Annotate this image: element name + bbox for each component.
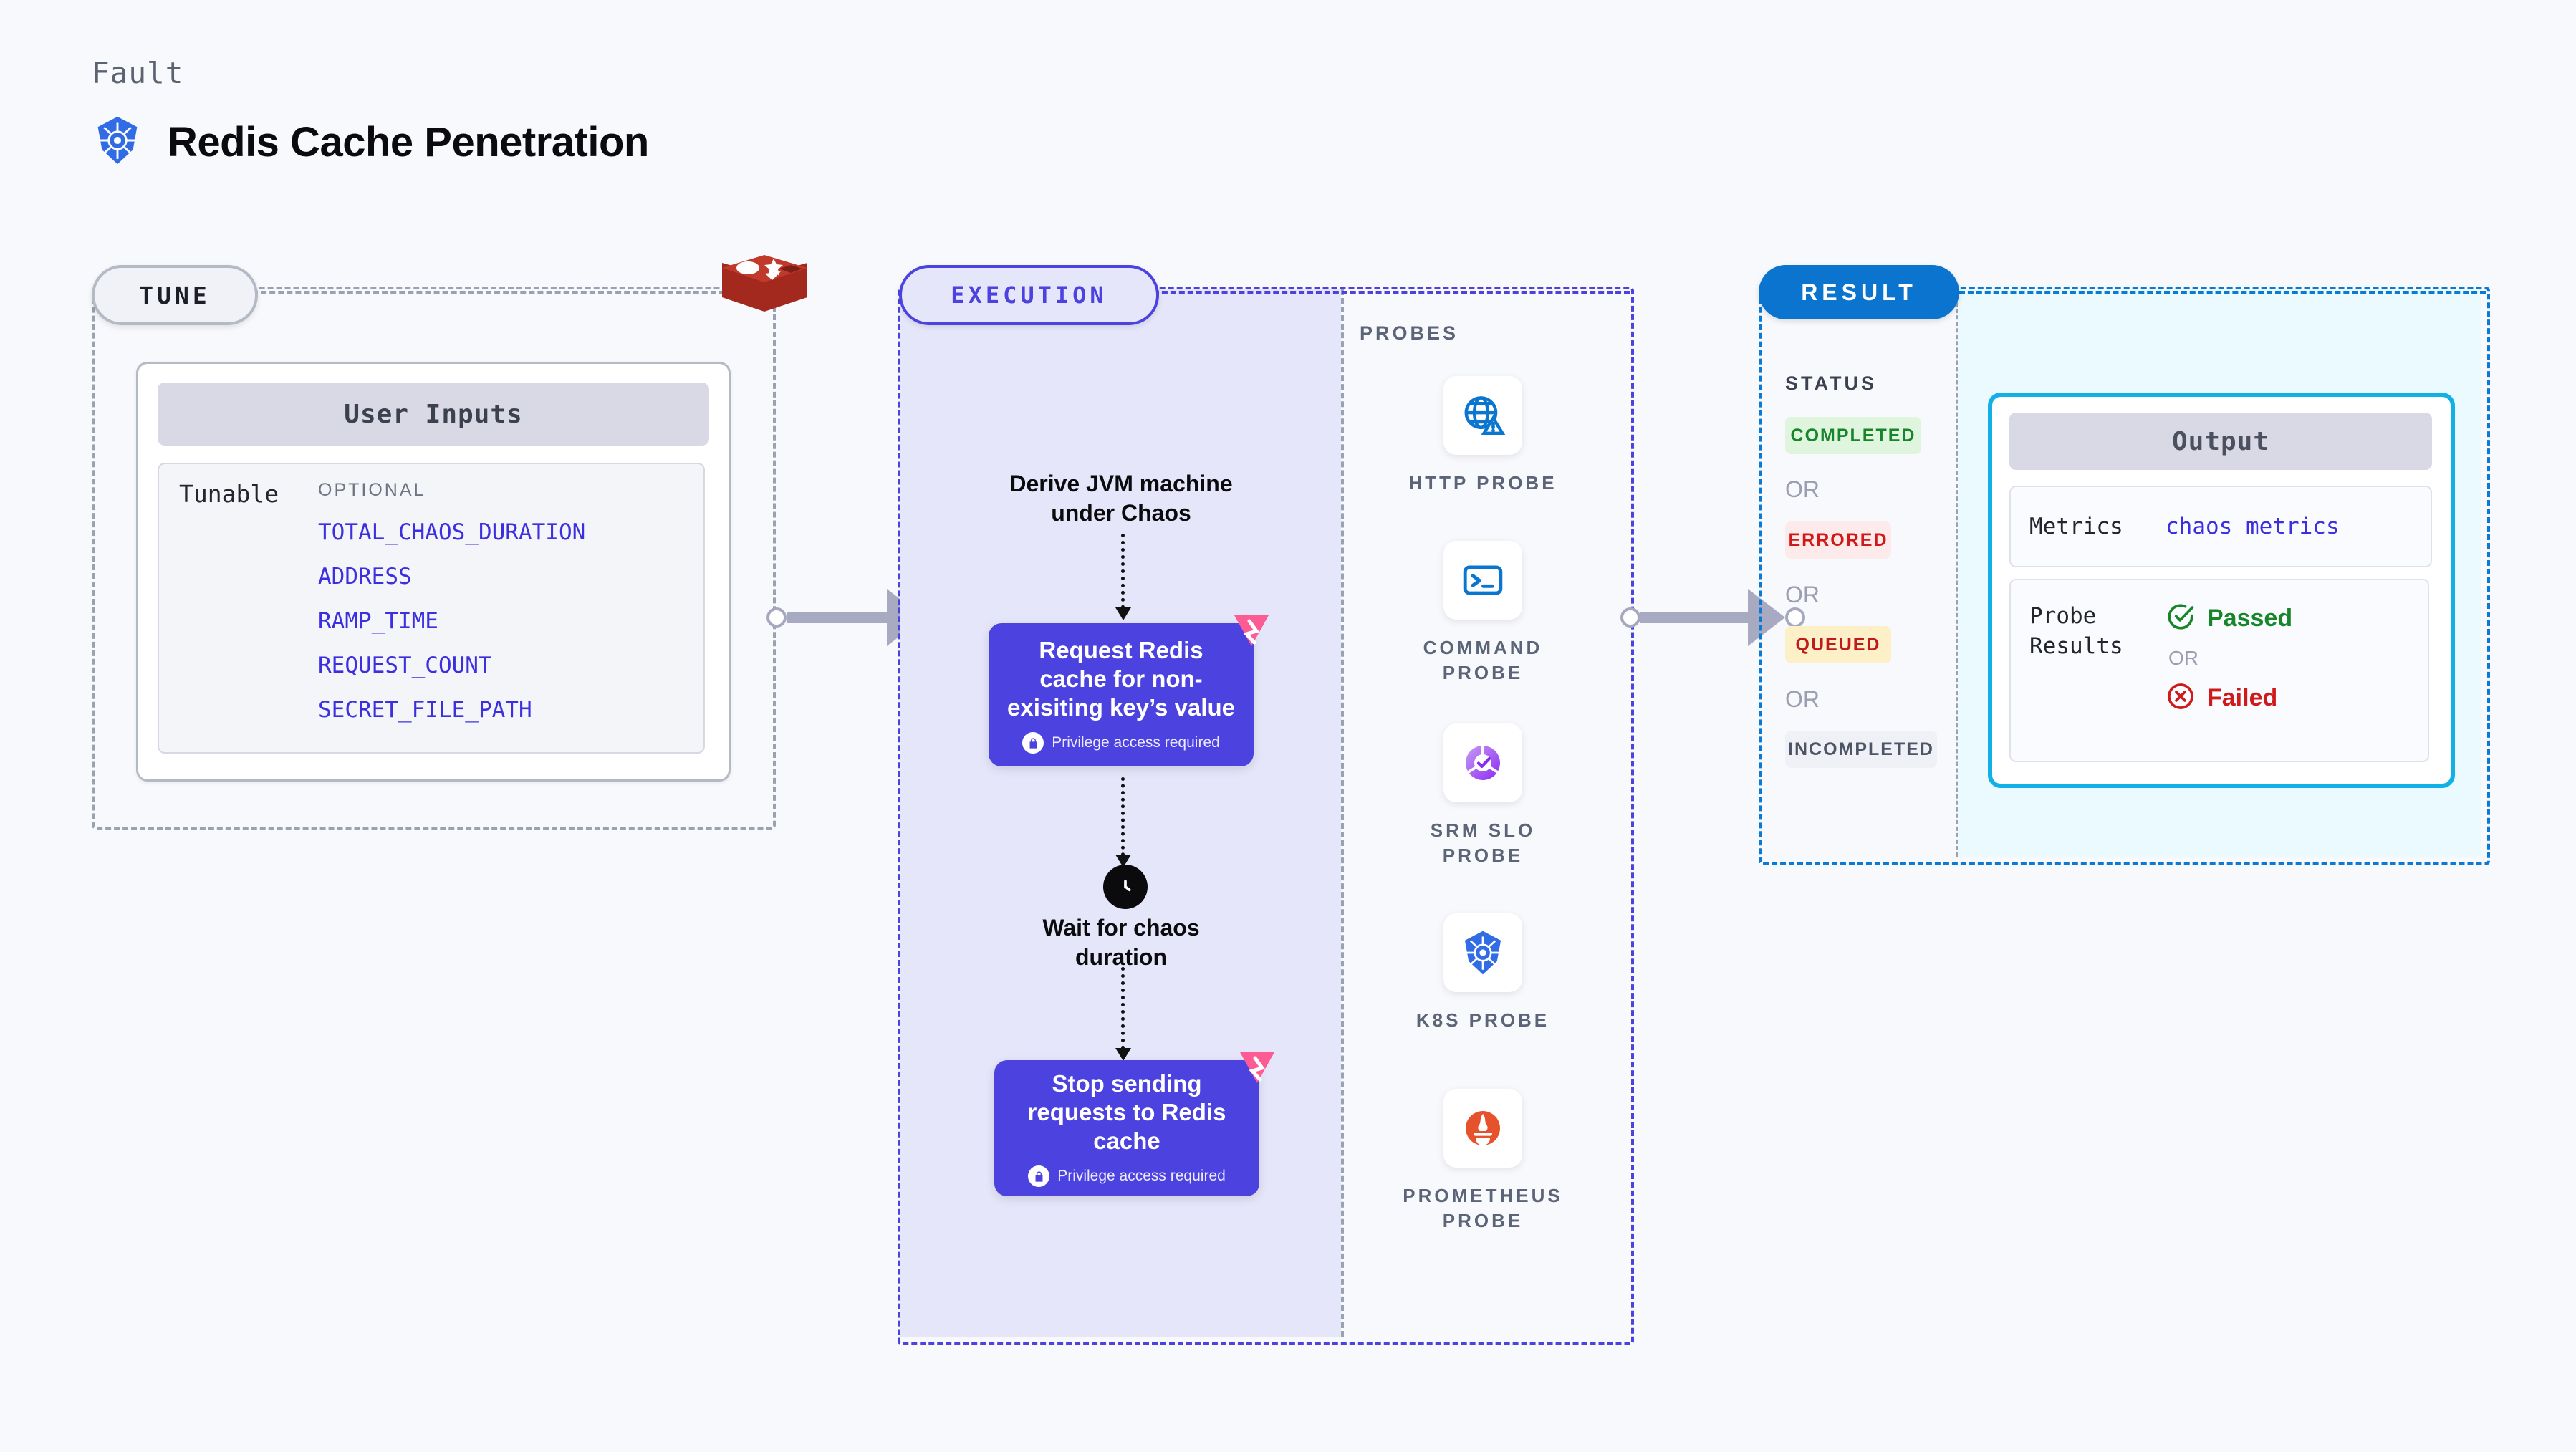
tunable-list: OPTIONAL TOTAL_CHAOS_DURATION ADDRESS RA… xyxy=(318,480,585,752)
passed-label: Passed xyxy=(2207,605,2293,632)
or-label: OR xyxy=(1785,582,1820,607)
kubernetes-icon xyxy=(92,115,143,170)
execution-connector-line xyxy=(1153,291,1630,294)
execution-node-request-redis[interactable]: Request Redis cache for non-exisiting ke… xyxy=(989,623,1254,766)
clock-icon xyxy=(1103,865,1148,909)
probe-command[interactable]: COMMAND PROBE xyxy=(1393,541,1572,686)
or-label: OR xyxy=(1785,686,1820,712)
result-panel xyxy=(1759,287,2490,865)
probe-prometheus[interactable]: PROMETHEUS PROBE xyxy=(1393,1089,1572,1234)
probe-result-failed: Failed xyxy=(2166,681,2292,715)
probe-results-values: Passed OR Failed xyxy=(2166,602,2292,761)
result-pill[interactable]: RESULT xyxy=(1759,265,1959,319)
connector-execution-to-result xyxy=(1620,589,1805,646)
tunable-item[interactable]: REQUEST_COUNT xyxy=(318,653,492,678)
step-label-wait-chaos: Wait for chaos duration xyxy=(1042,915,1200,970)
connector-bar xyxy=(1640,612,1748,623)
status-badge-errored: ERRORED xyxy=(1785,521,1891,559)
probe-label: SRM SLO PROBE xyxy=(1430,819,1536,867)
output-title: Output xyxy=(2171,426,2270,456)
kubernetes-icon xyxy=(1443,913,1522,992)
connector-start-dot xyxy=(766,607,787,628)
check-circle-icon xyxy=(2166,602,2196,635)
fault-eyebrow-label: Fault xyxy=(92,56,184,90)
probe-label: COMMAND PROBE xyxy=(1423,637,1543,684)
status-badge-completed: COMPLETED xyxy=(1785,417,1921,454)
output-probe-results-row: Probe Results Passed OR xyxy=(2009,579,2429,762)
status-title: STATUS xyxy=(1785,372,1877,394)
prometheus-icon xyxy=(1443,1089,1522,1168)
privilege-text: Privilege access required xyxy=(1052,734,1220,751)
result-divider xyxy=(1956,289,1958,857)
tune-pill[interactable]: TUNE xyxy=(92,265,258,325)
terminal-icon xyxy=(1443,541,1522,620)
metrics-label: Metrics xyxy=(2029,514,2123,539)
result-pill-label: RESULT xyxy=(1801,279,1917,305)
probe-label: K8S PROBE xyxy=(1416,1009,1550,1031)
redis-logo-icon xyxy=(716,252,813,330)
execution-panel xyxy=(898,287,1634,1345)
execution-pill[interactable]: EXECUTION xyxy=(899,265,1159,325)
step-label-derive-jvm: Derive JVM machine under Chaos xyxy=(1009,471,1233,526)
optional-group-label: OPTIONAL xyxy=(318,480,426,500)
output-metrics-row: Metrics chaos metrics xyxy=(2009,486,2432,567)
lock-icon xyxy=(1028,1165,1050,1188)
connector-start-dot xyxy=(1620,607,1640,628)
execution-node-stop-requests[interactable]: Stop sending requests to Redis cache Pri… xyxy=(994,1060,1259,1196)
tunable-item[interactable]: RAMP_TIME xyxy=(318,608,438,634)
lock-icon xyxy=(1022,732,1044,754)
x-circle-icon xyxy=(2166,681,2196,715)
connector-end-dot xyxy=(1785,607,1805,628)
probes-title: PROBES xyxy=(1360,322,1459,344)
tune-panel xyxy=(92,287,776,830)
node-text: Stop sending requests to Redis cache xyxy=(1027,1069,1226,1155)
privilege-notice: Privilege access required xyxy=(1028,1165,1226,1188)
result-connector-line xyxy=(1959,291,2486,294)
litmus-tag-icon xyxy=(1231,612,1272,650)
user-inputs-header: User Inputs xyxy=(158,383,709,446)
status-badge-incompleted: INCOMPLETED xyxy=(1785,731,1937,768)
page-title: Redis Cache Penetration xyxy=(168,119,649,165)
flow-arrow xyxy=(1115,777,1131,867)
tune-pill-label: TUNE xyxy=(139,281,211,309)
probe-http[interactable]: HTTP PROBE xyxy=(1393,376,1572,496)
tunable-item[interactable]: ADDRESS xyxy=(318,564,412,590)
failed-label: Failed xyxy=(2207,684,2278,711)
flow-arrow xyxy=(1115,534,1131,620)
tune-connector-line xyxy=(252,291,725,294)
flow-arrow xyxy=(1115,967,1131,1061)
probe-k8s[interactable]: K8S PROBE xyxy=(1393,913,1572,1033)
or-label: OR xyxy=(1785,476,1820,502)
litmus-tag-icon xyxy=(1236,1049,1278,1087)
probe-srm-slo[interactable]: SRM SLO PROBE xyxy=(1393,723,1572,868)
slo-donut-check-icon xyxy=(1443,723,1522,802)
probe-results-label: Probe Results xyxy=(2029,603,2123,659)
metrics-value[interactable]: chaos metrics xyxy=(2166,514,2340,539)
probe-label: HTTP PROBE xyxy=(1408,472,1557,494)
output-header: Output xyxy=(2009,413,2432,470)
globe-warning-icon xyxy=(1443,376,1522,455)
tunable-row-label: Tunable xyxy=(179,480,279,508)
page-title-row: Redis Cache Penetration xyxy=(92,115,649,170)
user-inputs-title: User Inputs xyxy=(344,399,523,429)
privilege-text: Privilege access required xyxy=(1057,1168,1226,1185)
tunable-item[interactable]: TOTAL_CHAOS_DURATION xyxy=(318,519,586,545)
probe-label: PROMETHEUS PROBE xyxy=(1403,1185,1563,1232)
user-inputs-body: Tunable OPTIONAL TOTAL_CHAOS_DURATION AD… xyxy=(158,463,705,754)
tunable-item[interactable]: SECRET_FILE_PATH xyxy=(318,697,532,723)
privilege-notice: Privilege access required xyxy=(1022,732,1220,754)
status-badge-queued: QUEUED xyxy=(1785,626,1891,663)
node-text: Request Redis cache for non-exisiting ke… xyxy=(1007,636,1235,721)
execution-pill-label: EXECUTION xyxy=(951,282,1107,309)
connector-arrowhead xyxy=(1748,589,1785,646)
user-inputs-card: User Inputs Tunable OPTIONAL TOTAL_CHAOS… xyxy=(136,362,731,782)
or-label: OR xyxy=(2168,647,2198,669)
output-card: Output Metrics chaos metrics Probe Resul… xyxy=(1988,393,2455,788)
connector-bar xyxy=(787,612,887,623)
probe-result-passed: Passed xyxy=(2166,602,2292,635)
probes-divider xyxy=(1341,289,1344,1337)
